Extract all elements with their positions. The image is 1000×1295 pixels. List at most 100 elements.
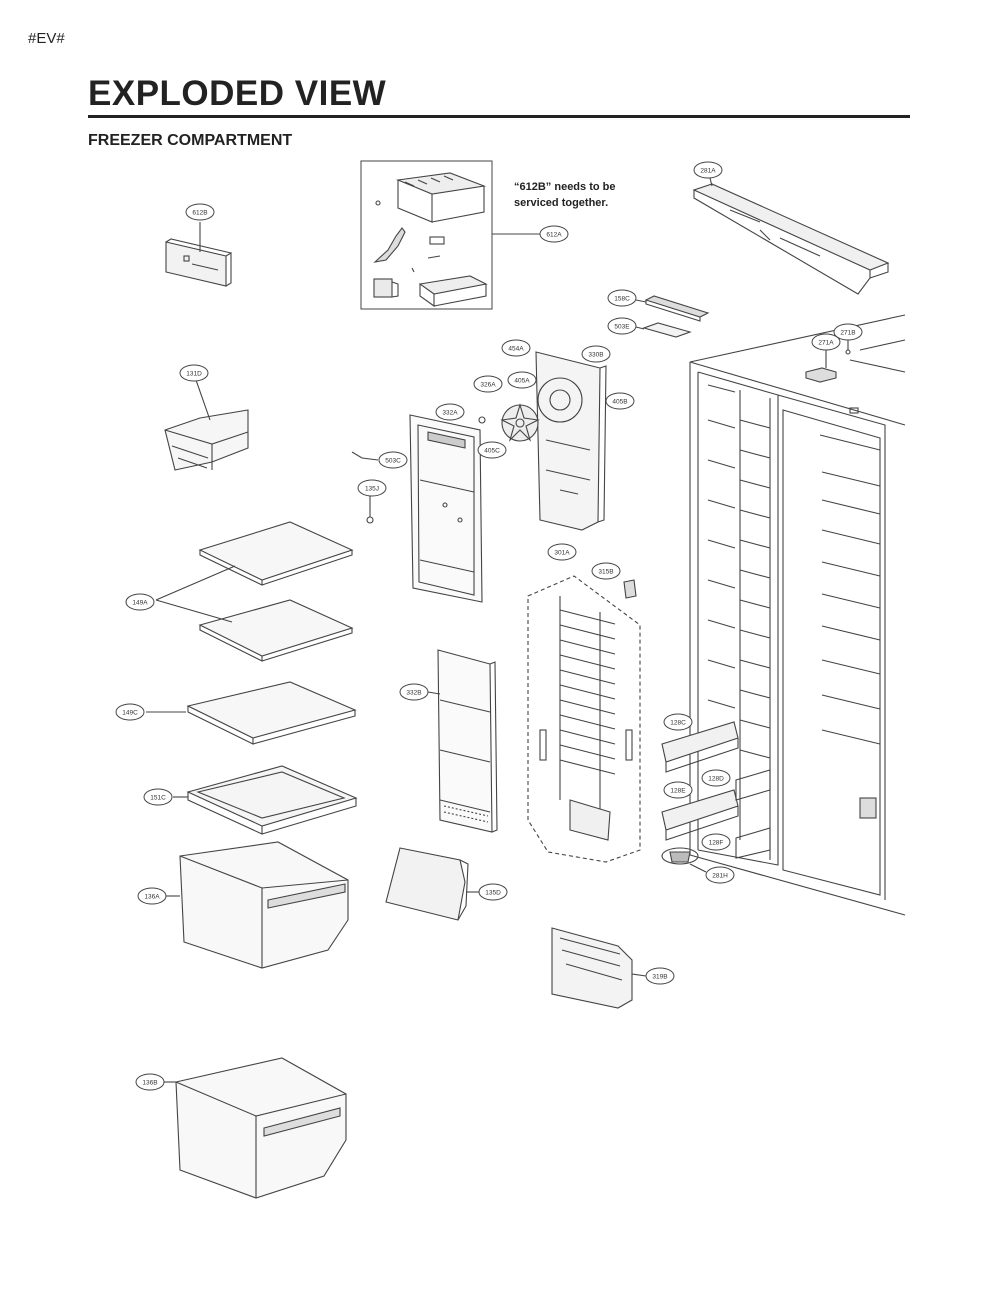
callout-151C: 151C: [143, 788, 173, 806]
part-332B-panel: [427, 649, 498, 833]
svg-text:332B: 332B: [406, 690, 421, 697]
callout-319B: 319B: [645, 967, 675, 985]
section-subtitle: FREEZER COMPARTMENT: [88, 132, 293, 149]
svg-text:301A: 301A: [554, 550, 570, 557]
svg-text:149A: 149A: [132, 600, 148, 607]
callout-128E: 128E: [663, 781, 693, 799]
service-note-line-2: serviced together.: [514, 197, 608, 209]
callout-135D: 135D: [478, 883, 508, 901]
callout-332B: 332B: [399, 683, 429, 701]
part-131D-bin: [164, 379, 249, 471]
svg-text:136A: 136A: [144, 894, 160, 901]
svg-text:131D: 131D: [186, 371, 202, 378]
callout-405C: 405C: [477, 441, 507, 459]
svg-text:503C: 503C: [385, 458, 401, 465]
page-tag: #EV#: [28, 30, 65, 47]
part-149C-shelf: [146, 681, 357, 745]
part-319B-cover: [551, 927, 647, 1009]
callout-330B: 330B: [581, 345, 611, 363]
svg-text:271B: 271B: [840, 330, 855, 337]
leader-149A: [155, 565, 236, 623]
svg-text:136B: 136B: [142, 1080, 157, 1087]
part-136B-bin: [164, 1057, 347, 1199]
svg-text:315B: 315B: [598, 569, 613, 576]
part-301A-evaporator: [527, 575, 641, 863]
svg-text:158C: 158C: [614, 296, 630, 303]
part-281A-control: [692, 177, 890, 295]
callout-315B: 315B: [591, 562, 621, 580]
svg-text:135J: 135J: [365, 486, 379, 493]
callout-149C: 149C: [115, 703, 145, 721]
part-332A-panel: [409, 414, 483, 603]
svg-text:319B: 319B: [652, 974, 667, 981]
callout-612A: 612A: [539, 225, 569, 243]
svg-text:326A: 326A: [480, 382, 496, 389]
callout-271A: 271A: [811, 333, 841, 351]
callout-135J: 135J: [357, 479, 387, 497]
callout-271B: 271B: [833, 323, 863, 341]
callout-158C: 158C: [607, 289, 637, 307]
callout-281A: 281A: [693, 161, 723, 179]
svg-text:128C: 128C: [670, 720, 686, 727]
part-271A-bracket: [805, 340, 851, 383]
part-128F-rail: [735, 827, 771, 859]
part-503E-pad: [635, 322, 692, 338]
callout-281H: 281H: [705, 866, 735, 884]
svg-text:332A: 332A: [442, 410, 458, 417]
svg-text:330B: 330B: [588, 352, 603, 359]
part-149A-shelf-upper: [198, 521, 354, 586]
svg-text:149C: 149C: [122, 710, 138, 717]
svg-text:151C: 151C: [150, 795, 166, 802]
part-135D-cover: [385, 847, 480, 921]
svg-text:612A: 612A: [546, 232, 562, 239]
svg-text:405C: 405C: [484, 448, 500, 455]
callout-326A: 326A: [473, 375, 503, 393]
part-612B-panel: [165, 222, 232, 287]
part-326A-fan: [478, 403, 540, 442]
cabinet-body: [689, 314, 906, 916]
title-divider: [88, 115, 910, 118]
svg-text:271A: 271A: [818, 340, 834, 347]
callout-301A: 301A: [547, 543, 577, 561]
part-136A-bin: [166, 841, 349, 969]
callout-136A: 136A: [137, 887, 167, 905]
callout-149A: 149A: [125, 593, 155, 611]
svg-text:128E: 128E: [670, 788, 686, 795]
part-281H-switch: [661, 847, 707, 873]
svg-text:405B: 405B: [612, 399, 627, 406]
part-128D-rail: [735, 769, 771, 801]
part-315B-sensor: [623, 579, 637, 599]
callout-405A: 405A: [507, 371, 537, 389]
callout-405B: 405B: [605, 392, 635, 410]
svg-text:612B: 612B: [192, 210, 207, 217]
callout-136B: 136B: [135, 1073, 165, 1091]
callout-128C: 128C: [663, 713, 693, 731]
part-158C-strip: [635, 295, 710, 322]
callout-128F: 128F: [701, 833, 731, 851]
svg-text:454A: 454A: [508, 346, 524, 353]
part-151C-frame: [173, 765, 358, 835]
callout-332A: 332A: [435, 403, 465, 421]
svg-text:128D: 128D: [708, 776, 724, 783]
part-149A-shelf-lower: [198, 599, 354, 662]
svg-text:405A: 405A: [514, 378, 530, 385]
callout-503E: 503E: [607, 317, 637, 335]
svg-text:503E: 503E: [614, 324, 630, 331]
part-503C-wire: [351, 451, 379, 461]
service-note-line-1: “612B” needs to be: [514, 181, 615, 193]
callout-503C: 503C: [378, 451, 408, 469]
part-612A-icemaker-box: [360, 160, 540, 310]
part-330B-duct: [535, 351, 607, 531]
callout-128D: 128D: [701, 769, 731, 787]
callout-612B: 612B: [185, 203, 215, 221]
part-128C-rail: [661, 721, 739, 773]
callout-454A: 454A: [501, 339, 531, 357]
svg-text:128F: 128F: [709, 840, 724, 847]
svg-text:281H: 281H: [712, 873, 728, 880]
part-135J-screw: [366, 495, 374, 524]
part-128E-rail: [661, 789, 739, 841]
page-title: EXPLODED VIEW: [88, 74, 387, 113]
svg-text:281A: 281A: [700, 168, 716, 175]
callout-131D: 131D: [179, 364, 209, 382]
